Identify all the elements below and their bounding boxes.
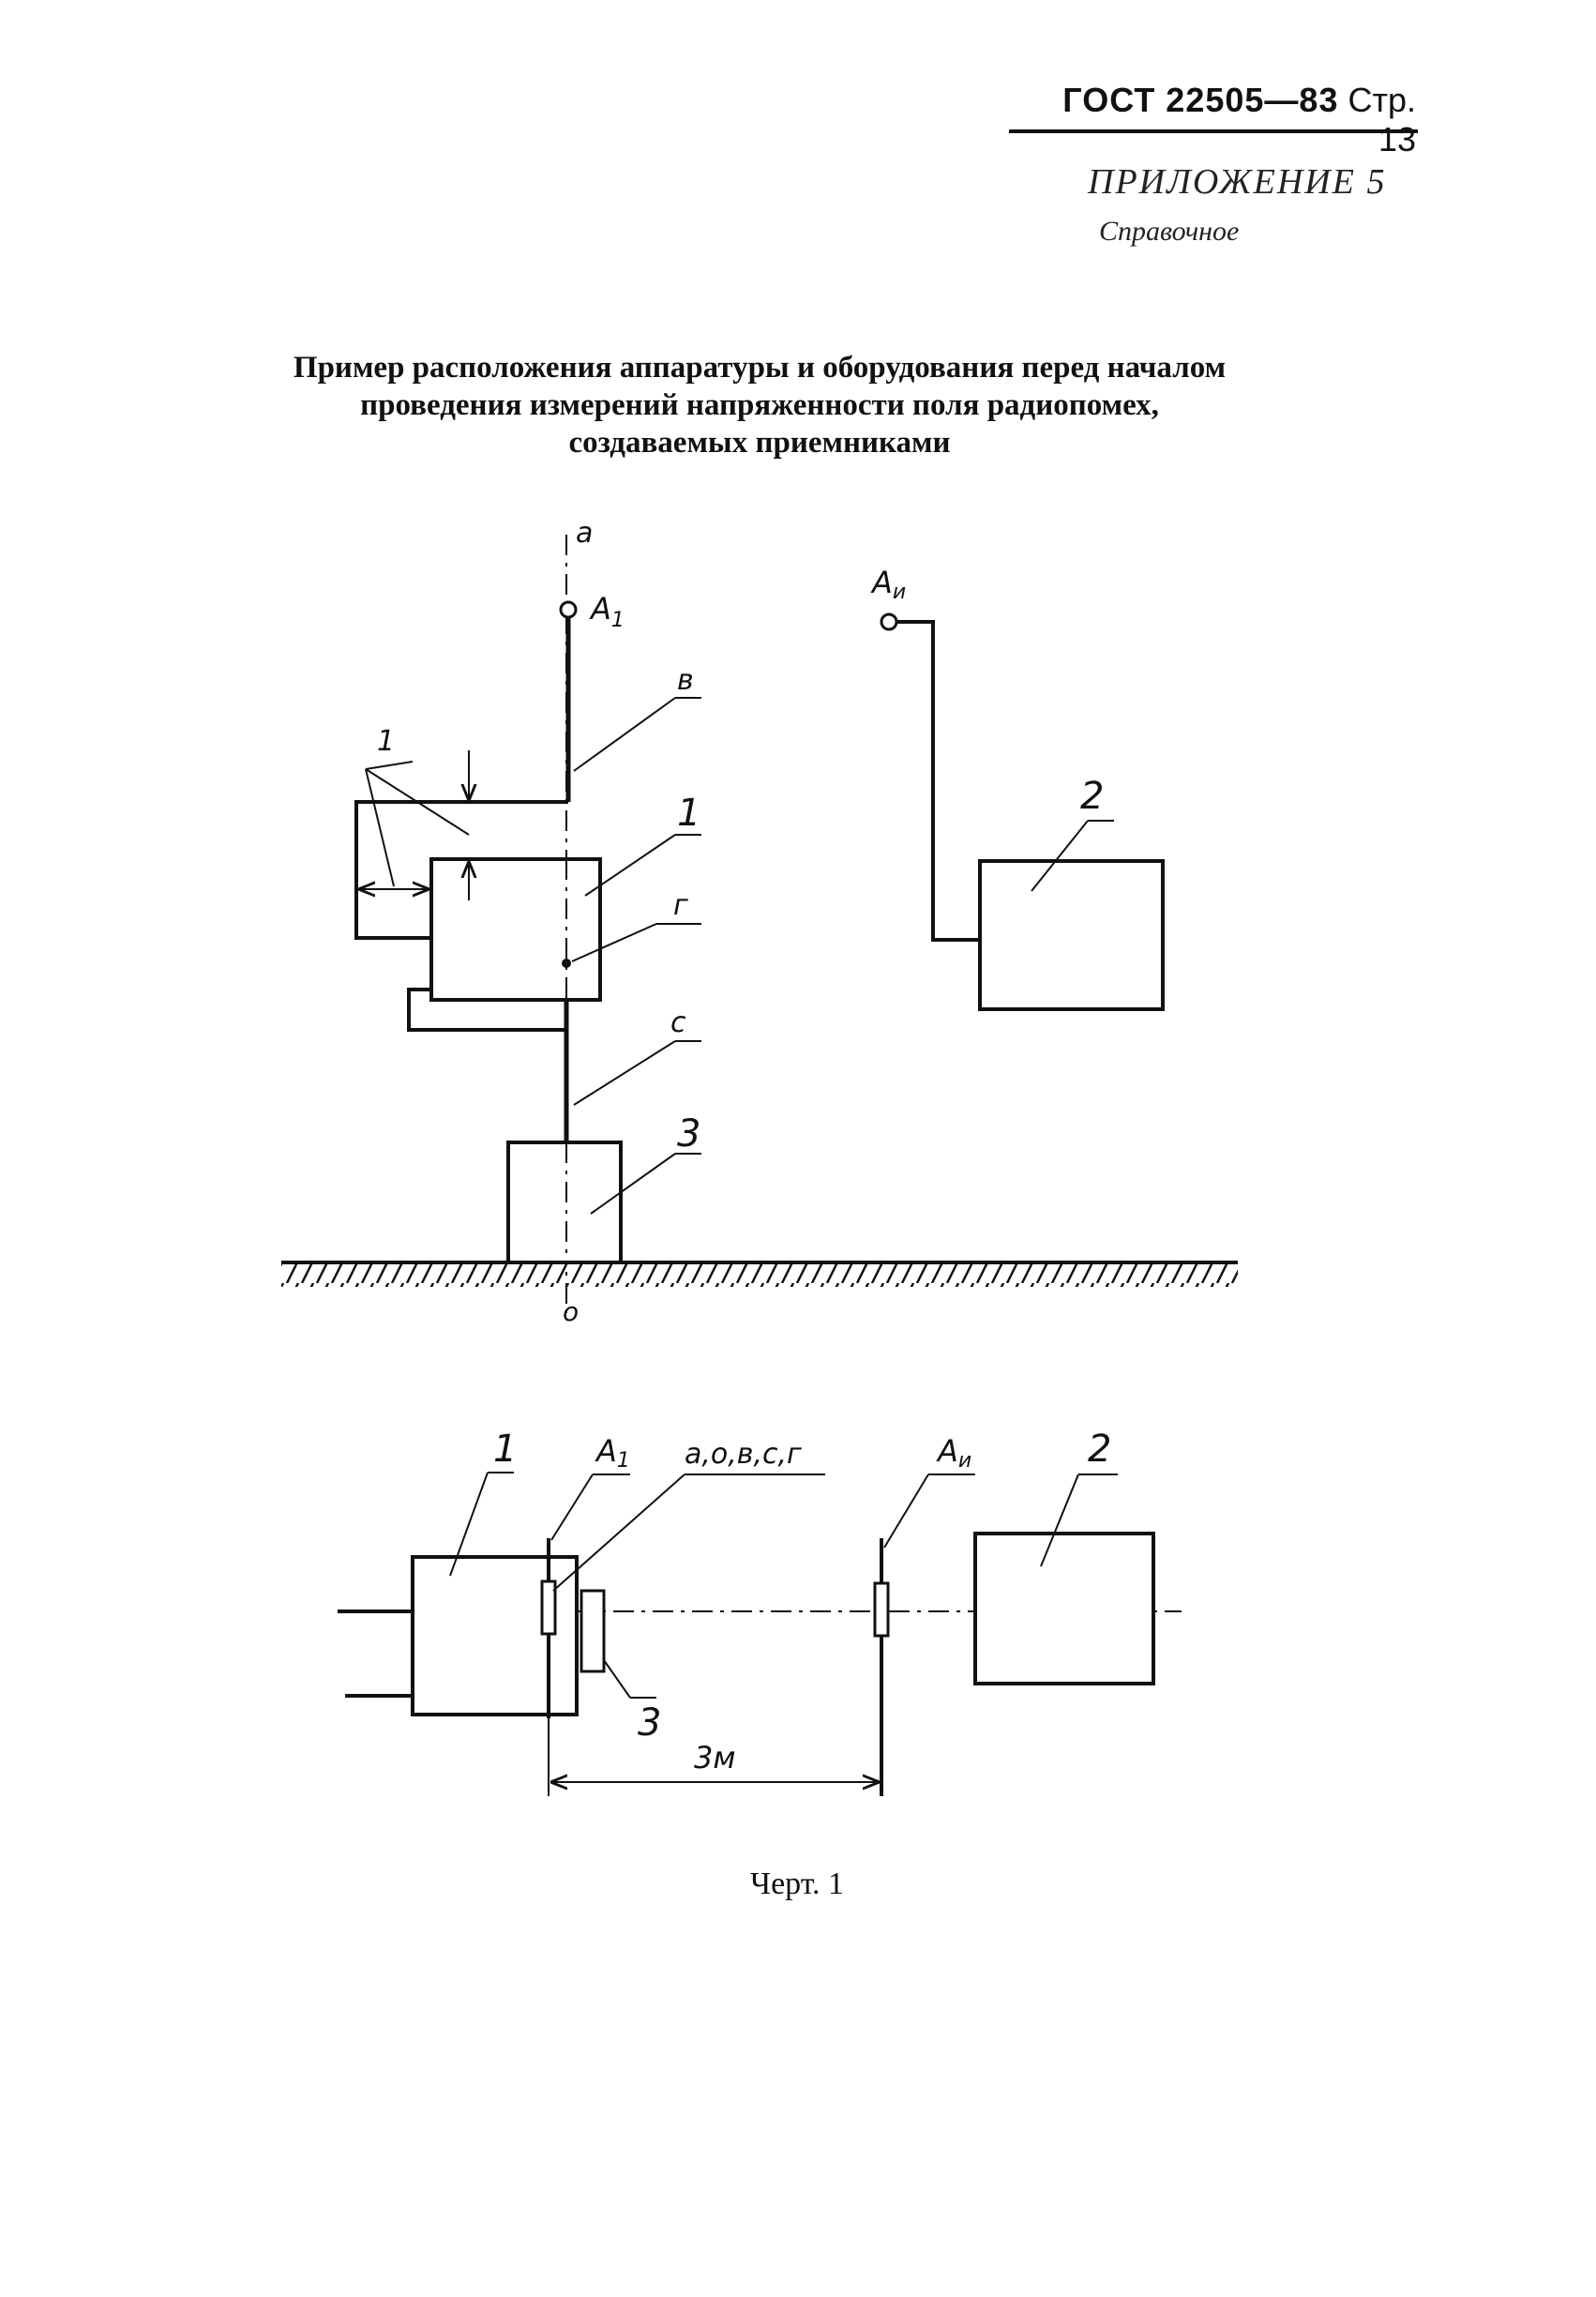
upper-lead-frame [354,800,568,940]
leader-2 [1031,820,1089,892]
plan-leader-1 [449,1472,489,1577]
label-center-g: г [673,889,688,922]
leader-g [571,923,657,962]
label-lead-b: в [677,664,694,697]
plan-a1-element [540,1579,557,1636]
plan-label-antenna-a1: A1 [595,1433,630,1473]
leader-1 [584,834,676,897]
label-axis-a: a [576,517,593,550]
plan-leader-2 [1040,1473,1079,1567]
antenna-ai-lead [896,620,980,942]
plan-leader-points [552,1473,685,1592]
label-dimension-1: 1 [377,725,395,758]
plan-label-distance: 3м [694,1740,736,1776]
figure-caption: Черт. 1 [749,1866,845,1901]
plan-unit-2-box [973,1532,1155,1685]
label-unit-2: 2 [1080,775,1104,818]
plan-view [338,1472,1182,1796]
ground-hatch [281,1264,1238,1287]
label-lead-c: c [670,1006,686,1039]
plan-label-unit-3: 3 [638,1701,661,1745]
plan-label-unit-1: 1 [493,1428,517,1471]
plan-leader-3 [603,1659,631,1699]
plan-leader-a1 [550,1473,594,1541]
plan-label-unit-2: 2 [1088,1428,1111,1471]
label-ground-o: o [563,1296,579,1327]
page-header: ГОСТ 22505—83 Стр. 13 [1022,81,1416,159]
antenna-ai-icon [880,612,898,631]
plan-ai-element [873,1581,890,1638]
title-line: проведения измерений напряженности поля … [360,388,1159,422]
lower-lead-frame [407,988,566,1032]
center-point-g [562,959,571,968]
plan-label-points: a,o,в,c,г [685,1438,802,1471]
plan-unit-3-box [580,1589,606,1673]
antenna-a1-icon [559,600,578,619]
page-number: Стр. 13 [1348,81,1416,159]
leader-c [573,1040,676,1106]
title-line: Пример расположения аппаратуры и оборудо… [293,351,1227,385]
elevation-labels: a A1 в 1 1 г c 3 o Aи 2 [377,517,1104,1327]
unit-1-box [429,857,602,1002]
label-antenna-a1: A1 [589,591,625,632]
unit-2-box [978,859,1165,1011]
label-unit-1: 1 [677,792,700,835]
plan-label-antenna-ai: Aи [936,1433,971,1473]
header-rule [1009,129,1418,133]
standard-number: ГОСТ 22505—83 [1062,81,1339,119]
title-line: создаваемых приемниками [568,426,951,460]
appendix-title: ПРИЛОЖЕНИЕ 5 [1088,162,1387,202]
appendix-status: Справочное [1099,216,1240,247]
leader-b [573,697,676,772]
plan-labels: 1 A1 a,o,в,c,г Aи 2 3 3м [493,1428,1111,1776]
label-unit-3: 3 [677,1112,700,1156]
document-title: Пример расположения аппаратуры и оборудо… [150,349,1369,461]
leader-3 [590,1153,676,1215]
label-antenna-ai: Aи [870,565,906,604]
plan-leader-ai [883,1473,929,1549]
unit-3-box [506,1141,623,1264]
elevation-view [281,535,1238,1313]
